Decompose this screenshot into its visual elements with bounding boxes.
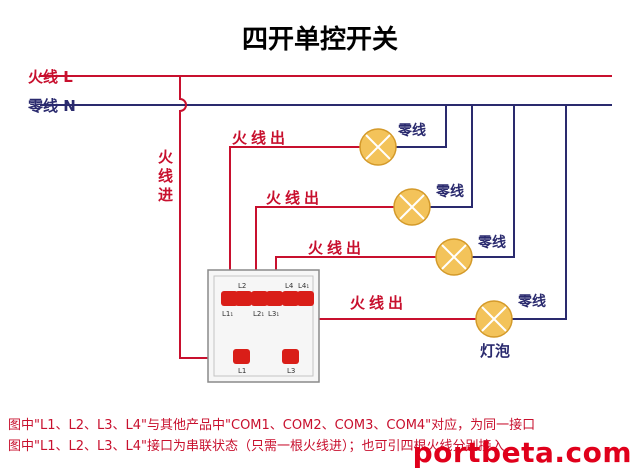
- neutral-wire-1: [396, 105, 447, 148]
- neutral-wire-4: [512, 105, 567, 320]
- terminal-label-L3: L3: [287, 367, 295, 375]
- neutral-label-4: 零线: [517, 293, 546, 310]
- live-in-label-2: 线: [158, 167, 173, 185]
- bulb-label: 灯泡: [480, 342, 510, 360]
- terminal-L3: [282, 349, 299, 364]
- neutral-label-3: 零线: [477, 234, 506, 251]
- terminal-label-L1: L1: [238, 367, 246, 375]
- terminal-label-L2: L2: [238, 282, 246, 290]
- watermark: portbeta.com: [412, 436, 632, 469]
- live-in-label-3: 进: [158, 186, 173, 204]
- live-out-wire-1: [229, 146, 360, 297]
- live-out-label-3: 火线出: [308, 239, 365, 257]
- terminal-label-L1-1: L1₁: [222, 310, 233, 318]
- live-out-wire-2: [255, 206, 394, 297]
- neutral-label-2: 零线: [435, 183, 464, 200]
- bulb-icon-3: [435, 238, 473, 276]
- live-line-label: 火线 L: [28, 68, 73, 86]
- terminal-label-L4: L4: [285, 282, 294, 290]
- caption-line-1: 图中"L1、L2、L3、L4"与其他产品中"COM1、COM2、COM3、COM…: [8, 418, 536, 433]
- neutral-label-1: 零线: [397, 122, 426, 139]
- live-in-wire: [179, 76, 242, 359]
- terminal-label-L4-1: L4₁: [298, 282, 309, 290]
- bulb-icon-4: [475, 300, 513, 338]
- terminal-L1: [233, 349, 250, 364]
- neutral-line-label: 零线 N: [27, 97, 76, 115]
- live-in-label-1: 火: [158, 148, 174, 166]
- bulb-icon-1: [359, 128, 397, 166]
- switch-body: [207, 269, 320, 383]
- terminal-top-5: [282, 291, 299, 306]
- terminal-top-2: [235, 291, 252, 306]
- neutral-wire-3: [472, 105, 515, 258]
- terminal-top-3: [251, 291, 268, 306]
- live-out-label-4: 火线出: [350, 294, 407, 312]
- live-out-label-2: 火线出: [266, 189, 323, 207]
- terminal-label-L3-1: L3₁: [268, 310, 279, 318]
- bulb-icon-2: [393, 188, 431, 226]
- terminal-top-4: [266, 291, 283, 306]
- switch-inner-frame: [213, 275, 314, 377]
- neutral-wire-2: [430, 105, 473, 208]
- terminal-label-L2-1: L2₁: [253, 310, 264, 318]
- terminal-top-6: [297, 291, 314, 306]
- terminal-top-1: [221, 291, 238, 306]
- diagram-title: 四开单控开关: [242, 25, 398, 55]
- live-out-label-1: 火线出: [232, 129, 289, 147]
- caption-line-2: 图中"L1、L2、L3、L4"接口为串联状态（只需一根火线进）；也可引四根火线分…: [8, 439, 505, 454]
